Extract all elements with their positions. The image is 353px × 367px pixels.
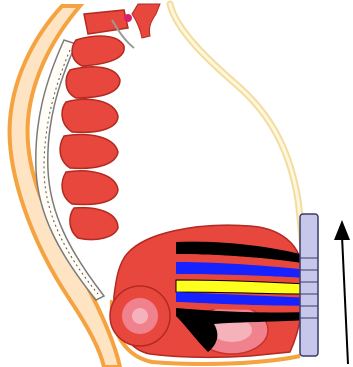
probe-body [300, 214, 318, 356]
vertebra-7 [70, 208, 118, 240]
vertebra-2 [72, 36, 124, 66]
top-structure-dot [124, 14, 132, 22]
probe [300, 214, 318, 356]
up-arrow-shaft [342, 236, 348, 364]
up-arrow-head [334, 220, 350, 240]
vertebra-6 [62, 171, 118, 205]
vertebra-3 [66, 67, 120, 98]
top-structure-body [132, 4, 160, 38]
up-arrow-icon [334, 220, 350, 364]
vertebra-1 [84, 10, 128, 34]
vertebra-5 [60, 135, 118, 169]
left-organ-core [132, 308, 148, 324]
vertebra-4 [62, 99, 118, 132]
